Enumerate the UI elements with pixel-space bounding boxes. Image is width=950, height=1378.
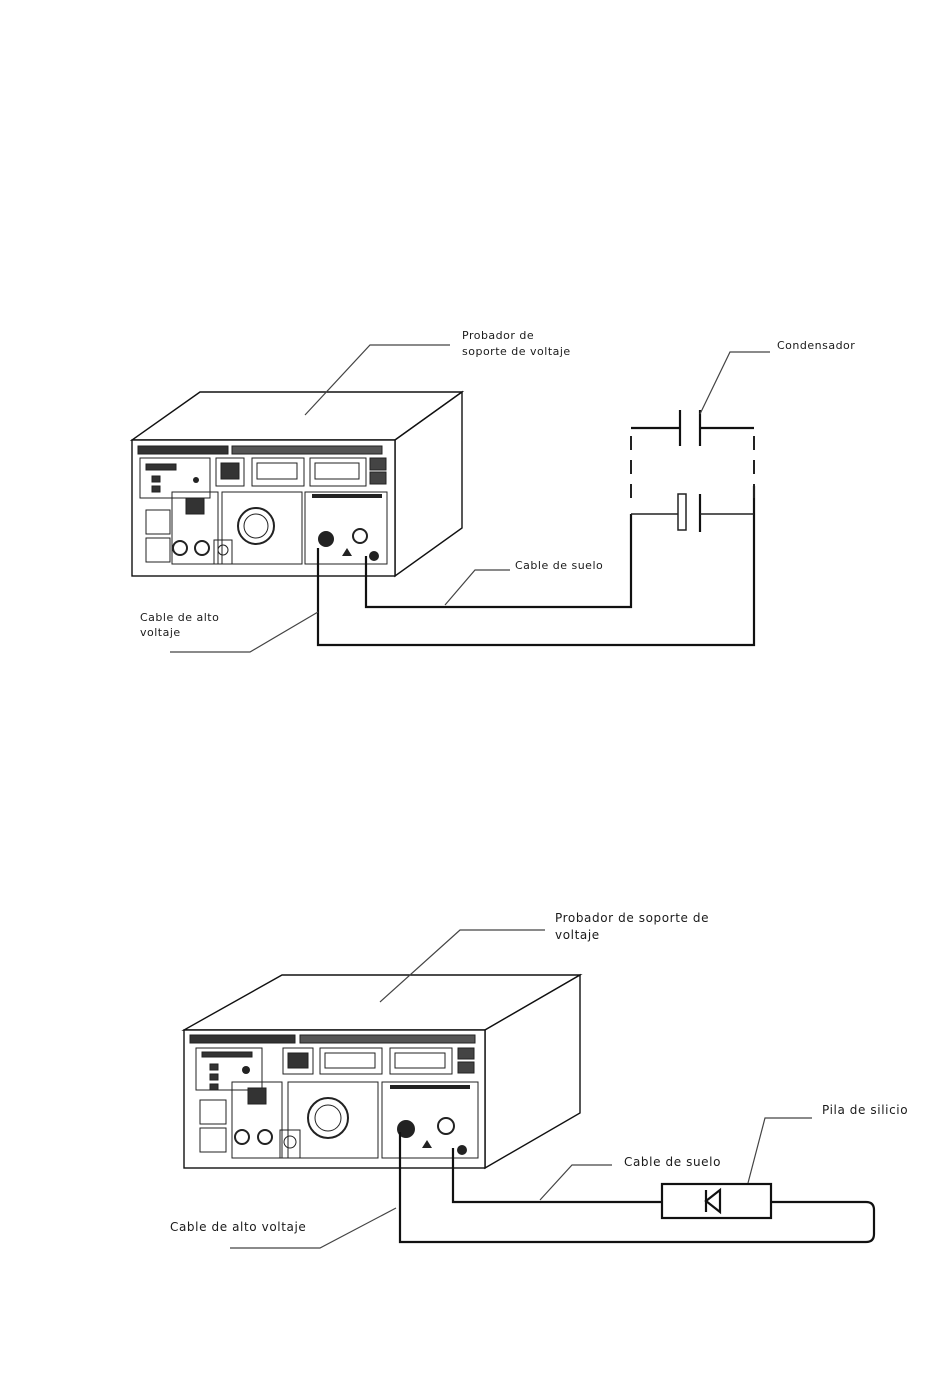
hv-cable-label: Cable de alto voltaje (170, 1220, 306, 1234)
hv-cable-label-line1: Cable de alto (140, 611, 219, 624)
tester-label-line1: Probador de soporte de (555, 911, 709, 925)
ground-cable-label: Cable de suelo (515, 559, 603, 572)
voltage-tester-device (184, 975, 580, 1168)
tester-label-line2: soporte de voltaje (462, 345, 571, 358)
ground-cable-label: Cable de suelo (624, 1155, 721, 1169)
tester-label-line1: Probador de (462, 329, 534, 342)
voltage-tester-device (132, 392, 462, 576)
capacitor-symbol (631, 410, 754, 532)
diagram-capacitor-test: Probador de soporte de voltaje Condensad… (132, 329, 855, 652)
tester-label-line2: voltaje (555, 928, 600, 942)
silicon-stack-label: Pila de silicio (822, 1103, 908, 1117)
silicon-stack-symbol (662, 1184, 771, 1218)
capacitor-label: Condensador (777, 339, 855, 352)
hv-cable-label-line2: voltaje (140, 626, 181, 639)
diagram-silicon-stack-test: Probador de soporte de voltaje Pila de s… (170, 911, 908, 1248)
